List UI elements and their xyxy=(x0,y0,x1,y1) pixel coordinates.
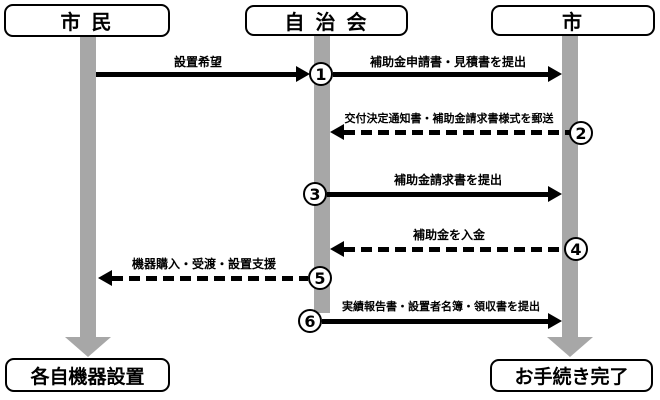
message-label-4: 補助金を入金 xyxy=(412,228,485,242)
step-circle-1: 1 xyxy=(309,62,333,86)
lifeline-association xyxy=(314,35,330,313)
arrow-line-4 xyxy=(344,247,564,252)
arrow-line-3 xyxy=(327,192,548,197)
lifeline-arrowhead-citizen xyxy=(65,337,111,357)
arrow-line-1 xyxy=(333,72,548,77)
lifeline-city xyxy=(562,35,578,337)
arrowhead-right-1 xyxy=(548,66,562,82)
lifeline-arrowhead-city xyxy=(547,337,593,357)
step-circle-6: 6 xyxy=(298,309,322,333)
arrowhead-right-request xyxy=(296,66,310,82)
message-label-3: 補助金請求書を提出 xyxy=(393,173,502,187)
step-circle-2: 2 xyxy=(569,121,593,145)
arrowhead-right-6 xyxy=(548,313,562,329)
message-label-6: 実績報告書・設置者名簿・領収書を提出 xyxy=(342,300,540,313)
step-circle-4: 4 xyxy=(564,237,588,261)
arrow-line-5 xyxy=(112,276,308,281)
arrowhead-left-4 xyxy=(330,241,344,257)
step-circle-3: 3 xyxy=(303,182,327,206)
message-label-2: 交付決定通知書・補助金請求書様式を郵送 xyxy=(344,112,554,125)
arrow-line-request xyxy=(96,72,296,77)
arrow-line-2 xyxy=(344,130,570,135)
end-box-equipment-installed: 各自機器設置 xyxy=(5,358,170,392)
arrowhead-left-2 xyxy=(330,124,344,140)
message-label-request: 設置希望 xyxy=(173,55,222,69)
message-label-1: 補助金申請書・見積書を提出 xyxy=(369,55,526,69)
end-box-procedure-complete: お手続き完了 xyxy=(490,359,653,392)
step-circle-5: 5 xyxy=(308,266,332,290)
arrowhead-right-3 xyxy=(548,186,562,202)
actor-box-citizen: 市 民 xyxy=(4,4,170,37)
lifeline-citizen xyxy=(80,36,96,337)
arrowhead-left-5 xyxy=(98,270,112,286)
arrow-line-6 xyxy=(322,319,548,324)
actor-box-association: 自 治 会 xyxy=(245,5,408,36)
actor-box-city: 市 xyxy=(491,5,655,36)
message-label-5: 機器購入・受渡・設置支援 xyxy=(131,257,276,271)
